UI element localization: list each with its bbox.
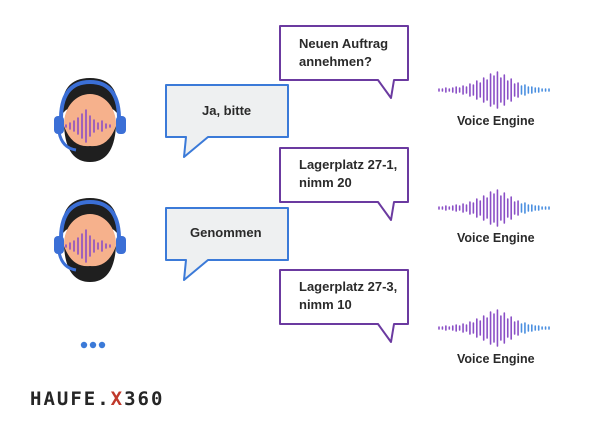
- worker-message-1: Ja, bitte: [202, 103, 252, 118]
- engine-speech-bubble-3: Lagerplatz 27-3, nimm 10: [278, 268, 414, 346]
- engine-speech-bubble-1: Neuen Auftrag annehmen?: [278, 24, 414, 102]
- voice-engine-label-2: Voice Engine: [457, 231, 535, 245]
- voice-engine-1: Voice Engine: [437, 70, 551, 128]
- voice-waveform-icon: [438, 189, 550, 227]
- ellipsis-icon: [80, 340, 106, 350]
- worker-headset-icon: [54, 78, 126, 162]
- worker-message-2: Genommen: [190, 225, 262, 240]
- worker-headset-icon: [54, 198, 126, 282]
- voice-engine-2: Voice Engine: [437, 188, 551, 245]
- logo-number: 360: [124, 388, 165, 410]
- voice-engine-label-1: Voice Engine: [457, 114, 535, 128]
- engine-message-2: Lagerplatz 27-1, nimm 20: [299, 157, 398, 190]
- worker-speech-bubble-1: Ja, bitte: [164, 83, 292, 161]
- voice-engine-3: Voice Engine: [437, 308, 551, 366]
- worker-1-avatar: [50, 70, 130, 170]
- haufe-x360-logo: HAUFE.X360: [30, 388, 164, 410]
- voice-engine-label-3: Voice Engine: [457, 352, 535, 366]
- voice-waveform-icon: [438, 309, 550, 347]
- engine-speech-bubble-2: Lagerplatz 27-1, nimm 20: [278, 146, 414, 224]
- engine-message-1: Neuen Auftrag annehmen?: [299, 36, 389, 69]
- worker-2-avatar: [50, 190, 130, 290]
- logo-x: X: [110, 388, 125, 410]
- worker-speech-bubble-2: Genommen: [164, 206, 292, 284]
- engine-message-3: Lagerplatz 27-3, nimm 10: [299, 279, 398, 312]
- logo-main: HAUFE.: [30, 388, 111, 410]
- voice-waveform-icon: [438, 71, 550, 109]
